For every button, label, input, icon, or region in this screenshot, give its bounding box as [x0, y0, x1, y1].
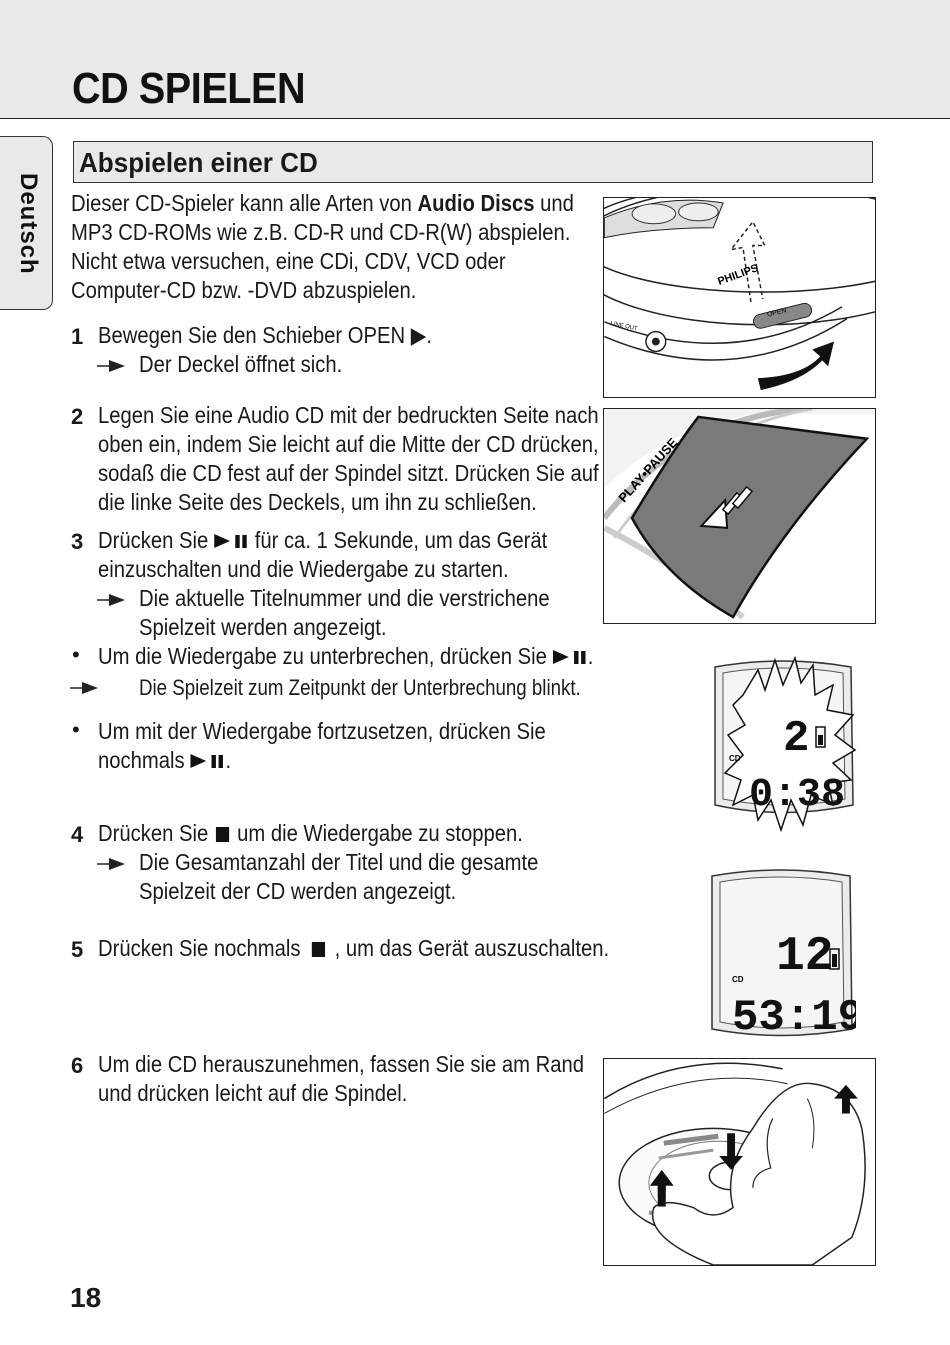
- result-arrow-icon: [97, 594, 125, 606]
- bullet-text: nochmals: [98, 747, 191, 773]
- line-out-label: LINE OUT: [610, 321, 638, 333]
- intro-text: Dieser CD-Spieler kann alle Arten von: [71, 190, 418, 216]
- cd-label: CD: [732, 975, 744, 984]
- bullet-text: .: [587, 643, 594, 669]
- bullet-dot: •: [72, 642, 80, 667]
- total-tracks: 12: [776, 930, 834, 984]
- step-6-line-1: Um die CD herauszunehmen, fassen Sie sie…: [98, 1051, 585, 1077]
- step-1-result: Der Deckel öffnet sich.: [139, 351, 343, 377]
- language-tab: Deutsch: [0, 136, 53, 310]
- step-text: für ca. 1 Sekunde, um das Gerät: [249, 527, 548, 553]
- step-2-line-1: Legen Sie eine Audio CD mit der bedruckt…: [98, 402, 599, 428]
- play-time: 0:38: [749, 773, 845, 818]
- intro-bold-text: Audio Discs: [417, 190, 535, 216]
- step-3-line-2: einzuschalten und die Wiedergabe zu star…: [98, 556, 509, 582]
- step-2-line-4: die linke Seite des Deckels, um ihn zu s…: [98, 489, 537, 515]
- play-pause-icon: [213, 534, 247, 548]
- intro-line-4: Computer-CD bzw. -DVD abzuspielen.: [71, 277, 417, 303]
- step-text: Drücken Sie: [98, 527, 214, 553]
- step-4-result-2: Spielzeit der CD werden angezeigt.: [139, 878, 457, 904]
- track-number: 2: [783, 714, 809, 764]
- lcd-display-stop-illustration: 12 CD 53:19: [711, 869, 864, 1043]
- intro-line-3: Nicht etwa versuchen, eine CDi, CDV, VCD…: [71, 248, 506, 274]
- figure-play-button: PLAY•PAUSE: [603, 408, 876, 624]
- figure-remove-cd: [603, 1058, 876, 1266]
- battery-icon: [829, 948, 840, 970]
- figure-open-slider: PHILIPS OPEN LINE OUT: [603, 197, 876, 398]
- stop-icon: [311, 942, 325, 957]
- step-text: Drücken Sie: [98, 820, 214, 846]
- step-text: Drücken Sie nochmals: [98, 935, 307, 961]
- step-number: 3: [71, 529, 84, 554]
- step-text: um die Wiedergabe zu stoppen.: [231, 820, 523, 846]
- result-arrow-icon: [70, 682, 98, 694]
- intro-line-2: MP3 CD-ROMs wie z.B. CD-R und CD-R(W) ab…: [71, 219, 571, 245]
- step-1-text: Bewegen Sie den Schieber OPEN ▶.: [98, 322, 432, 348]
- step-number: 5: [71, 937, 84, 962]
- page-header: CD SPIELEN: [0, 0, 950, 119]
- total-time: 53:19: [732, 993, 856, 1042]
- bullet-1-result: Die Spielzeit zum Zeitpunkt der Unterbre…: [139, 675, 581, 700]
- battery-icon: [815, 726, 826, 748]
- intro-line-1: Dieser CD-Spieler kann alle Arten von Au…: [71, 189, 574, 218]
- step-5-line-1: Drücken Sie nochmals , um das Gerät ausz…: [98, 934, 609, 963]
- step-number: 4: [71, 822, 84, 847]
- stop-icon: [215, 827, 229, 842]
- bullet-2-line-2: nochmals .: [98, 746, 231, 775]
- step-number: 1: [71, 324, 84, 349]
- step-4-result-1: Die Gesamtanzahl der Titel und die gesam…: [139, 849, 539, 875]
- cd-player-open-illustration: PHILIPS OPEN LINE OUT: [604, 198, 875, 391]
- step-6-line-2: und drücken leicht auf die Spindel.: [98, 1080, 408, 1106]
- step-2-line-2: oben ein, indem Sie leicht auf die Mitte…: [98, 431, 599, 457]
- bullet-text: Um die Wiedergabe zu unterbrechen, drück…: [98, 643, 553, 669]
- bullet-2-line-1: Um mit der Wiedergabe fortzusetzen, drüc…: [98, 718, 546, 744]
- play-pause-icon: [552, 650, 586, 664]
- page-title: CD SPIELEN: [72, 64, 306, 113]
- bullet-dot: •: [72, 717, 80, 742]
- lcd-display-pause-illustration: 2 CD 0:38: [714, 655, 857, 833]
- play-pause-button-illustration: PLAY•PAUSE: [604, 409, 875, 620]
- page-number: 18: [70, 1282, 102, 1313]
- intro-text: und: [534, 190, 574, 216]
- step-number: 6: [71, 1053, 84, 1078]
- bullet-1-text: Um die Wiedergabe zu unterbrechen, drück…: [98, 642, 593, 671]
- cd-label: CD: [729, 754, 741, 763]
- step-number: 2: [71, 404, 84, 429]
- bullet-text: .: [225, 747, 232, 773]
- step-3-result-1: Die aktuelle Titelnummer und die verstri…: [139, 585, 550, 611]
- section-heading: Abspielen einer CD: [73, 141, 873, 183]
- open-label: OPEN: [767, 307, 788, 319]
- step-3-result-2: Spielzeit werden angezeigt.: [139, 614, 387, 640]
- play-pause-icon: [190, 754, 223, 768]
- step-4-line-1: Drücken Sie um die Wiedergabe zu stoppen…: [98, 819, 523, 848]
- step-3-line-1: Drücken Sie für ca. 1 Sekunde, um das Ge…: [98, 526, 547, 555]
- figure-display-stop: 12 CD 53:19: [706, 864, 864, 1043]
- figure-display-pause: 2 CD 0:38: [703, 655, 863, 835]
- remove-cd-hand-illustration: [604, 1062, 866, 1265]
- step-text: , um das Gerät auszuschalten.: [329, 935, 610, 961]
- result-arrow-icon: [97, 360, 125, 372]
- language-tab-label: Deutsch: [15, 173, 42, 275]
- section-title: Abspielen einer CD: [79, 147, 318, 178]
- result-arrow-icon: [97, 858, 125, 870]
- step-2-line-3: sodaß die CD fest auf der Spindel sitzt.…: [98, 460, 599, 486]
